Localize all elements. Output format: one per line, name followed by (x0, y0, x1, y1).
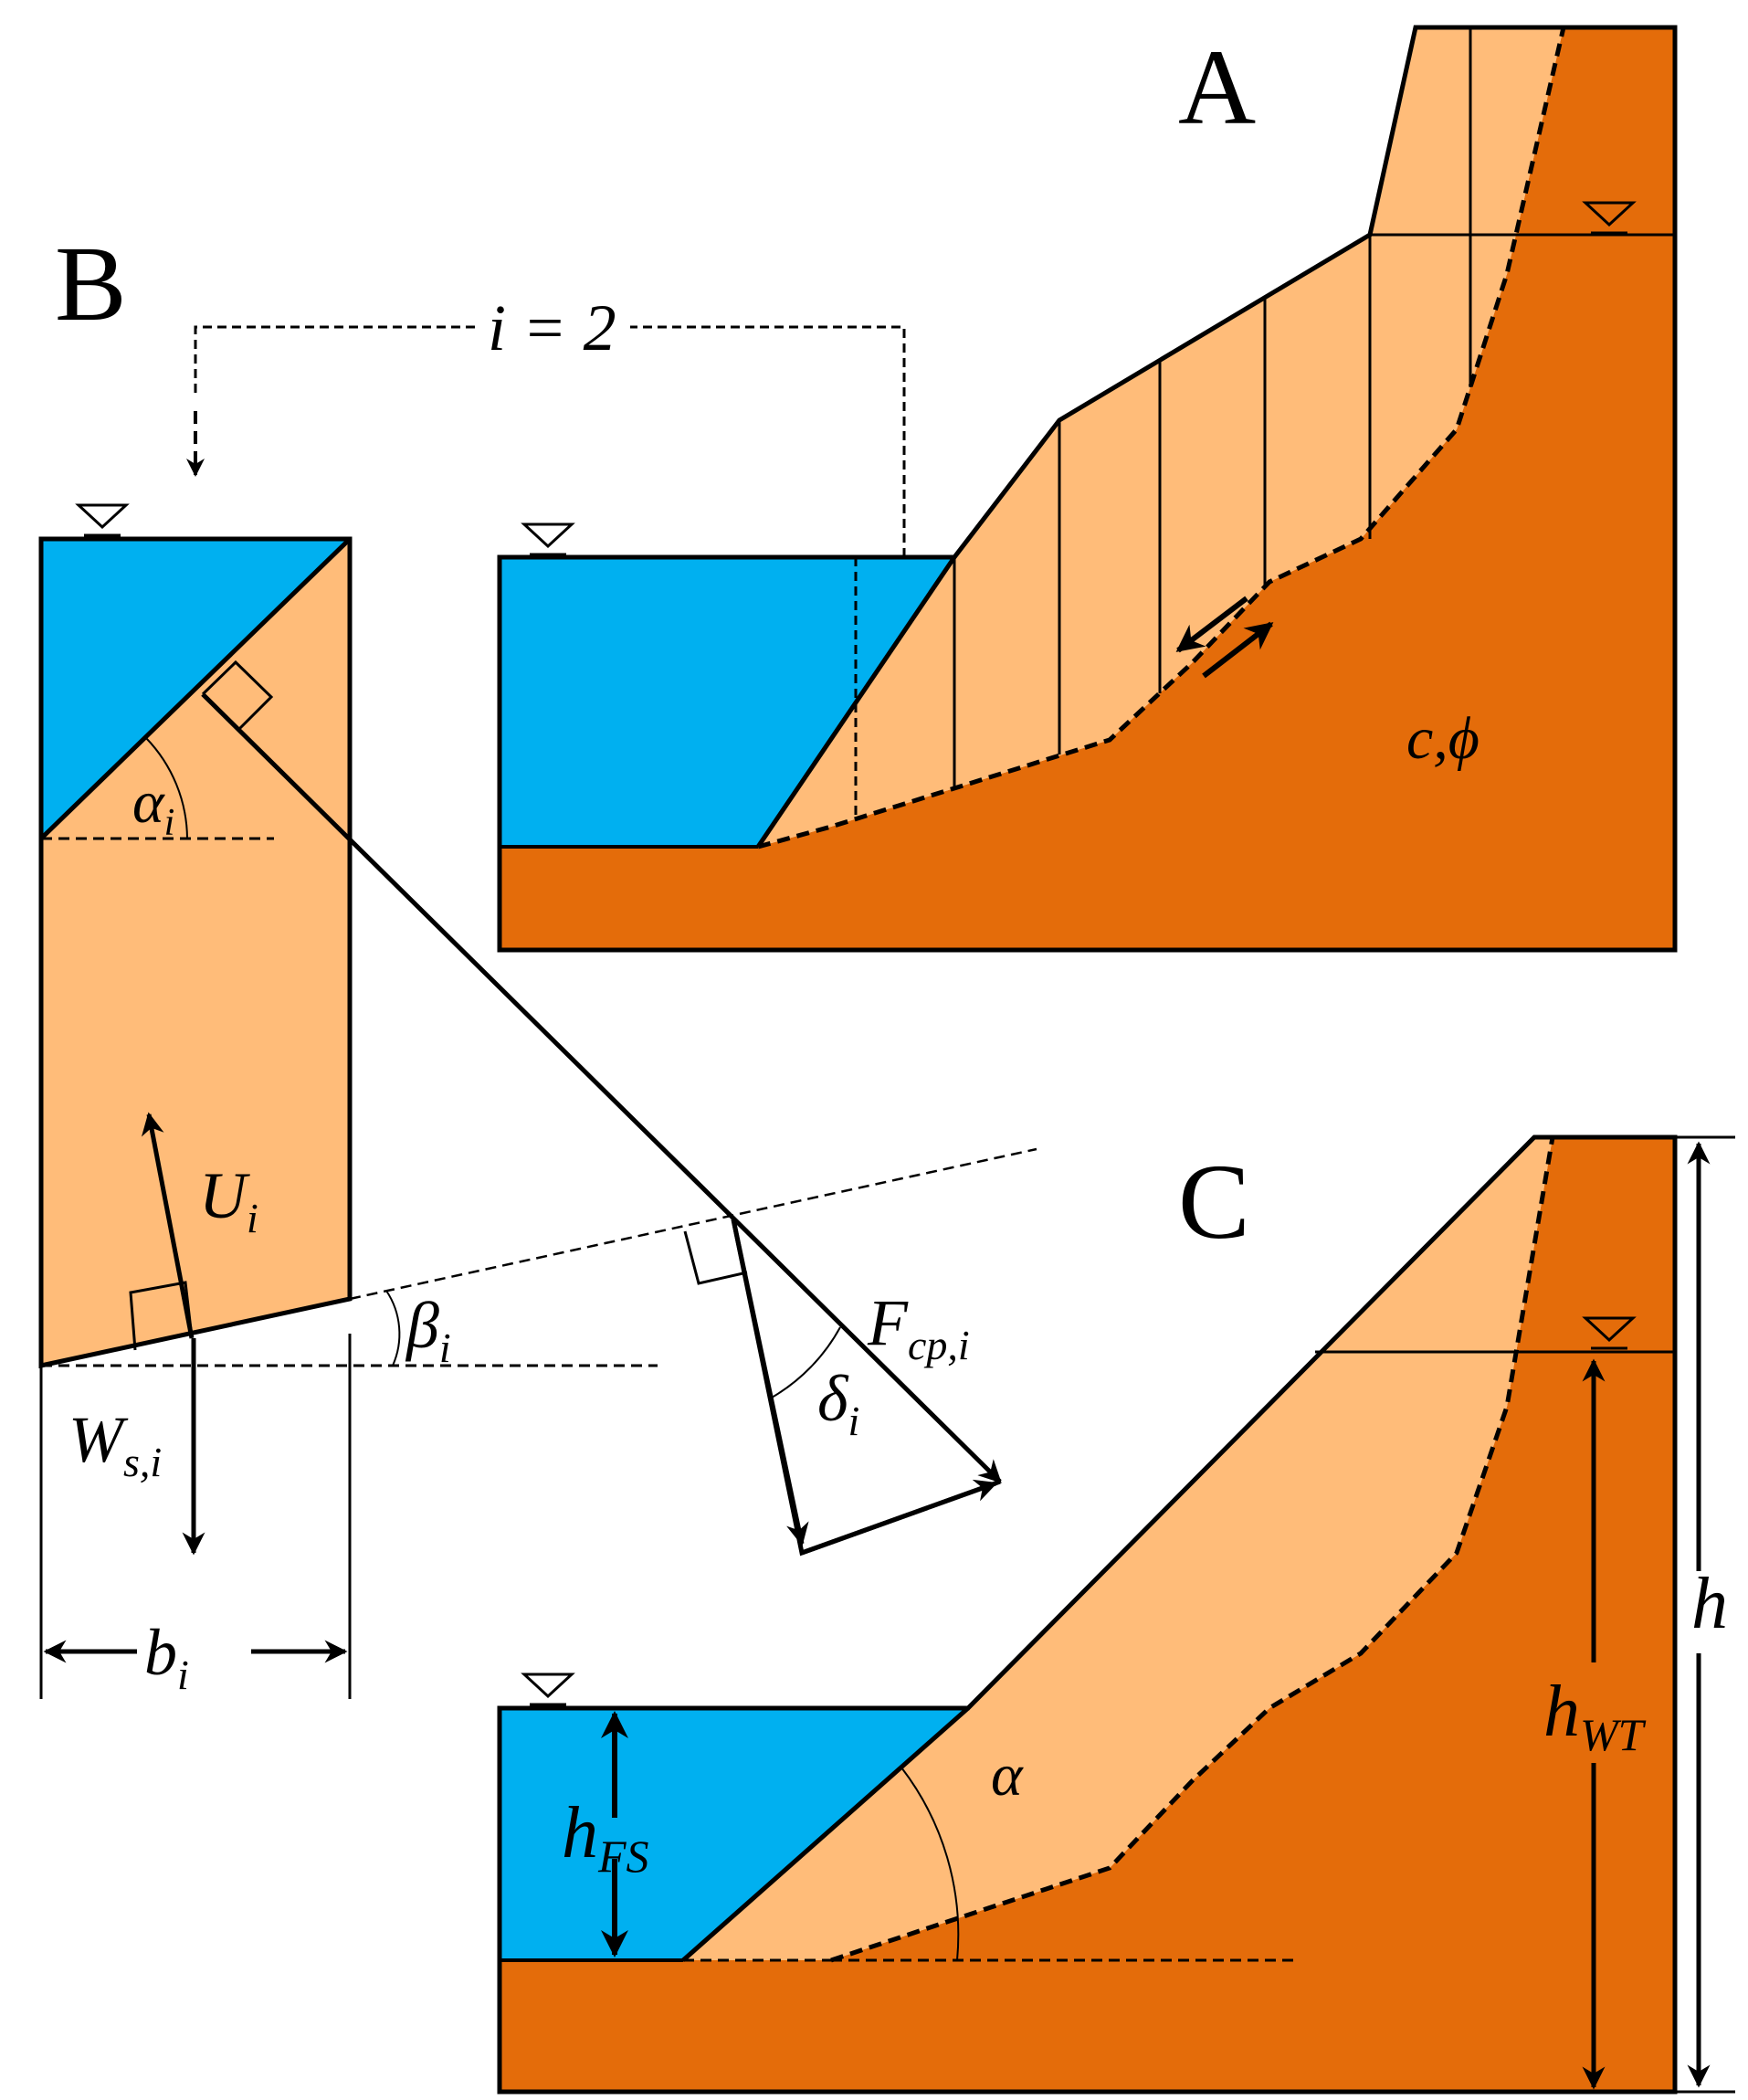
panel-a-bedrock (500, 27, 1675, 950)
water-table-triangle-icon (521, 1673, 575, 1706)
normal-force-line (201, 692, 1002, 1483)
shear-arrow-up (1202, 621, 1274, 679)
panel-a-slope-surface (755, 555, 957, 849)
beta-i-label: βi (405, 1289, 451, 1371)
alpha-arc (900, 1767, 960, 1961)
alpha-i-label: αi (132, 769, 174, 844)
delta-i-arc (771, 1326, 841, 1398)
panel-b: B αi Ui βi Ws,i bi Fcp,i δi (38, 224, 1037, 1699)
right-angle-marker (201, 660, 274, 731)
shear-arrow-down (1175, 596, 1248, 653)
water-table-triangle-icon (75, 503, 130, 537)
water-table-triangle-icon (1582, 201, 1637, 235)
panel-a-letter: A (1178, 27, 1256, 147)
u-i-label: Ui (199, 1159, 258, 1241)
beta-i-arc (385, 1290, 401, 1367)
hfs-label: hFS (562, 1793, 649, 1882)
panel-c-letter: C (1178, 1142, 1250, 1261)
alpha-label: α (991, 1742, 1024, 1809)
slice-index-label: i = 2 (488, 291, 616, 364)
panel-c-slope-surface (681, 1706, 970, 1962)
slice-index-connector: i = 2 (186, 291, 906, 557)
pore-pressure-arrow (141, 1112, 195, 1339)
b-i-label: bi (144, 1616, 189, 1698)
panel-a-slip-surface (757, 26, 1566, 849)
panel-a-material-label: c,ϕ (1406, 705, 1479, 772)
h-label: h (1691, 1564, 1728, 1644)
force-triangle (731, 1219, 1001, 1557)
delta-i-label: δi (817, 1362, 859, 1444)
panel-c-bedrock (500, 1137, 1675, 2092)
panel-a-water (500, 557, 954, 847)
base-extension-line (349, 1147, 1037, 1301)
panel-c-slide-mass (683, 1137, 1553, 1960)
panel-a-slice-lines (854, 27, 1675, 819)
panel-c: C α hFS hWT h (497, 1134, 1735, 2095)
water-table-triangle-icon (1582, 1316, 1637, 1350)
f-cpi-label: Fcp,i (867, 1286, 970, 1368)
water-table-triangle-icon (521, 522, 575, 556)
panel-c-slip-surface (830, 1136, 1555, 1963)
w-si-label: Ws,i (68, 1403, 162, 1485)
alpha-i-arc (145, 737, 188, 839)
hwt-label: hWT (1543, 1672, 1647, 1760)
panel-b-letter: B (55, 224, 127, 343)
panel-a: A c,ϕ (497, 25, 1678, 953)
panel-b-slope-surface (39, 537, 352, 840)
panel-a-outline (497, 25, 1678, 953)
